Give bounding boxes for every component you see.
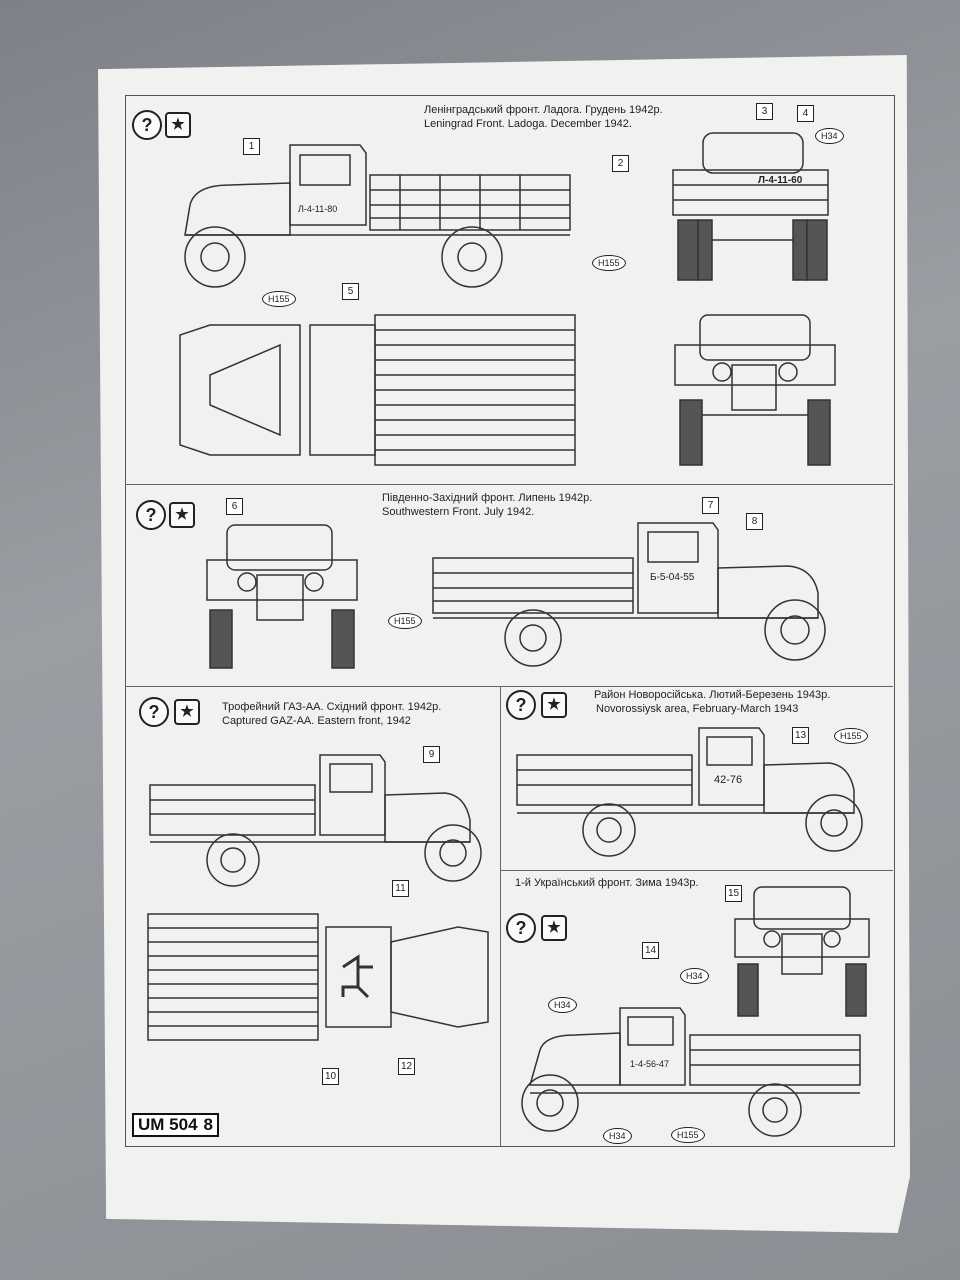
callout-h155: H155 (592, 255, 626, 271)
truck-side-view-3 (149, 754, 482, 887)
callout-6: 6 (226, 498, 243, 515)
callout-5: 5 (342, 283, 359, 300)
truck-side-view-5: 1-4-56-47 (521, 1007, 861, 1137)
plate-p5: 1-4-56-47 (630, 1059, 669, 1069)
truck-side-view-2: Б-5-04-55 (432, 522, 826, 667)
star-icon: ★ (165, 112, 191, 138)
star-icon: ★ (541, 692, 567, 718)
callout-3: 3 (756, 103, 773, 120)
callout-7: 7 (702, 497, 719, 514)
callout-4: 4 (797, 105, 814, 122)
callout-h34: H34 (815, 128, 844, 144)
plate-p4: 42-76 (714, 774, 742, 786)
panel4-caption-en: Novorossiysk area, February-March 1943 (596, 703, 799, 715)
truck-front-view-5 (734, 886, 870, 1017)
callout-9: 9 (423, 746, 440, 763)
callout-13: 13 (792, 727, 809, 744)
callout-1: 1 (243, 138, 260, 155)
help-icon: ? (506, 913, 536, 943)
divider-4 (500, 870, 893, 871)
help-icon: ? (132, 110, 162, 140)
panel1-caption-ua: Ленінградський фронт. Ладога. Грудень 19… (424, 104, 663, 116)
panel3-caption-en: Captured GAZ-AA. Eastern front, 1942 (222, 715, 411, 727)
help-icon: ? (136, 500, 166, 530)
panel5-caption-ua: 1-й Український фронт. Зима 1943р. (515, 877, 699, 889)
callout-h155-top: H155 (262, 291, 296, 307)
plate-p2: Б-5-04-55 (650, 572, 695, 583)
panel1-caption-en: Leningrad Front. Ladoga. December 1942. (424, 118, 632, 130)
callout-h34-p5c: H34 (603, 1128, 632, 1144)
callout-2: 2 (612, 155, 629, 172)
panel4-caption-ua: Район Новоросійська. Лютий-Березень 1943… (594, 689, 831, 701)
callout-8: 8 (746, 513, 763, 530)
truck-top-view-3 (147, 913, 489, 1041)
truck-side-view: Л-4-11-80 (184, 144, 571, 288)
plate-rear: Л-4-11-60 (758, 175, 803, 186)
star-icon: ★ (541, 915, 567, 941)
callout-15: 15 (725, 885, 742, 902)
help-icon: ? (506, 690, 536, 720)
truck-front-view-2 (206, 524, 358, 669)
truck-top-view (179, 314, 576, 466)
help-icon: ? (139, 697, 169, 727)
star-icon: ★ (169, 502, 195, 528)
divider-3 (500, 686, 501, 1146)
truck-front-view (674, 314, 836, 466)
callout-h155-p5: H155 (671, 1127, 705, 1143)
sheet-frame (125, 95, 895, 1147)
callout-h34-p5a: H34 (680, 968, 709, 984)
callout-h155-p2: H155 (388, 613, 422, 629)
callout-11: 11 (392, 880, 409, 897)
panel2-caption-ua: Південно-Західний фронт. Липень 1942р. (382, 492, 593, 504)
instruction-sheet (98, 55, 910, 1233)
callout-h34-p5b: H34 (548, 997, 577, 1013)
callout-h155-p4: H155 (834, 728, 868, 744)
star-icon: ★ (174, 699, 200, 725)
divider-2 (125, 686, 893, 687)
panel3-caption-ua: Трофейний ГАЗ-АА. Східний фронт. 1942р. (222, 701, 442, 713)
truck-side-view-4: 42-76 (516, 727, 863, 857)
panel2-caption-en: Southwestern Front. July 1942. (382, 506, 535, 518)
callout-10: 10 (322, 1068, 339, 1085)
plate-side: Л-4-11-80 (298, 204, 337, 214)
truck-rear-view: Л-4-11-60 (672, 132, 829, 281)
callout-14: 14 (642, 942, 659, 959)
divider-1 (125, 484, 893, 485)
callout-12: 12 (398, 1058, 415, 1075)
